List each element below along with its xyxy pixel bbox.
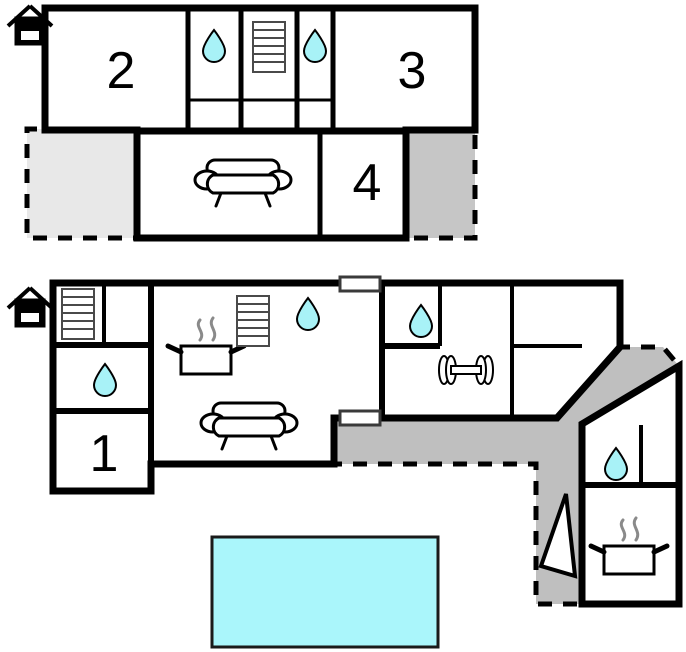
room-label-3: 3 <box>398 42 427 100</box>
annex-building <box>578 359 683 608</box>
door-icon <box>338 275 382 293</box>
terrace-upper-left <box>24 126 137 241</box>
room-label-2: 2 <box>107 42 136 100</box>
stairs-icon <box>236 295 270 347</box>
stairs-icon <box>252 21 286 73</box>
room-label-4: 4 <box>353 154 382 212</box>
lower-building: 1 <box>49 275 624 495</box>
house-icon <box>6 286 54 328</box>
room-label-1: 1 <box>90 425 119 483</box>
upper-building: 2 3 4 <box>41 4 479 242</box>
stairs-icon <box>61 288 95 340</box>
steps-icon <box>538 493 578 579</box>
swimming-pool <box>210 535 440 649</box>
terrace-upper-right <box>406 126 478 241</box>
door-icon <box>338 409 382 427</box>
